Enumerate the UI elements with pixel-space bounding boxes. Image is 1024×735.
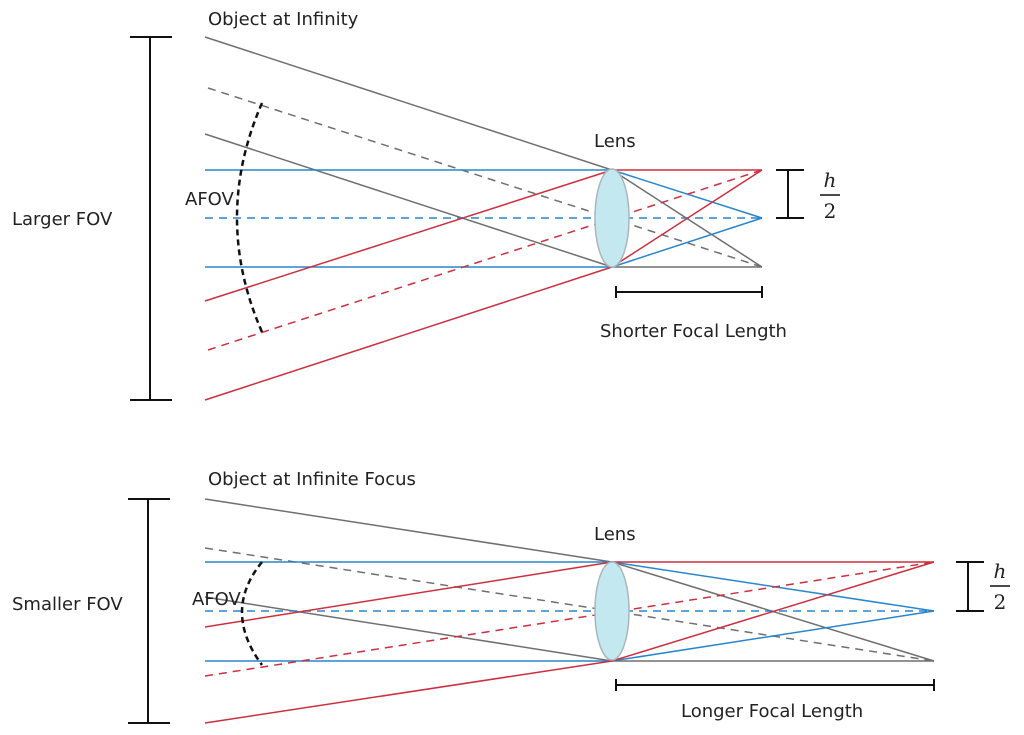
bottom-object-height-bar [128,498,170,724]
bottom-h-half-bracket [956,561,984,612]
bottom-lens-label: Lens [594,524,636,545]
bottom-h-numerator: h [994,559,1007,583]
top-gray-rays [204,36,763,268]
bottom-afov-label: AFOV [192,589,242,610]
top-lens-label: Lens [594,131,636,152]
bottom-red-rays [204,561,935,724]
bottom-focal-label: Longer Focal Length [681,701,863,722]
top-h-numerator: h [824,168,837,192]
top-object-label: Object at Infinity [208,9,359,30]
top-blue-rays [205,169,763,268]
top-h-denominator: 2 [824,199,837,223]
bottom-object-label: Object at Infinite Focus [208,469,416,490]
bottom-h-denominator: 2 [994,590,1007,614]
top-focal-label: Shorter Focal Length [600,321,787,342]
bottom-fov-label: Smaller FOV [12,594,123,615]
top-lens [594,168,630,268]
bottom-afov-arc [240,561,264,666]
bottom-blue-rays [205,561,935,662]
top-object-height-bar [130,36,172,401]
top-focal-length-bracket [615,286,763,298]
top-afov-label: AFOV [185,189,235,210]
bottom-focal-length-bracket [615,679,935,691]
top-fov-label: Larger FOV [12,209,113,230]
bottom-gray-rays [204,498,935,662]
top-h-half-bracket [776,169,804,219]
top-red-rays [204,169,763,401]
top-afov-arc [235,102,264,333]
top-diagram: h 2 Object at Infinity Larger FOV AFOV L… [12,9,840,401]
bottom-lens [594,561,630,661]
bottom-diagram: h 2 Object at Infinite Focus Smaller FOV… [12,469,1010,724]
